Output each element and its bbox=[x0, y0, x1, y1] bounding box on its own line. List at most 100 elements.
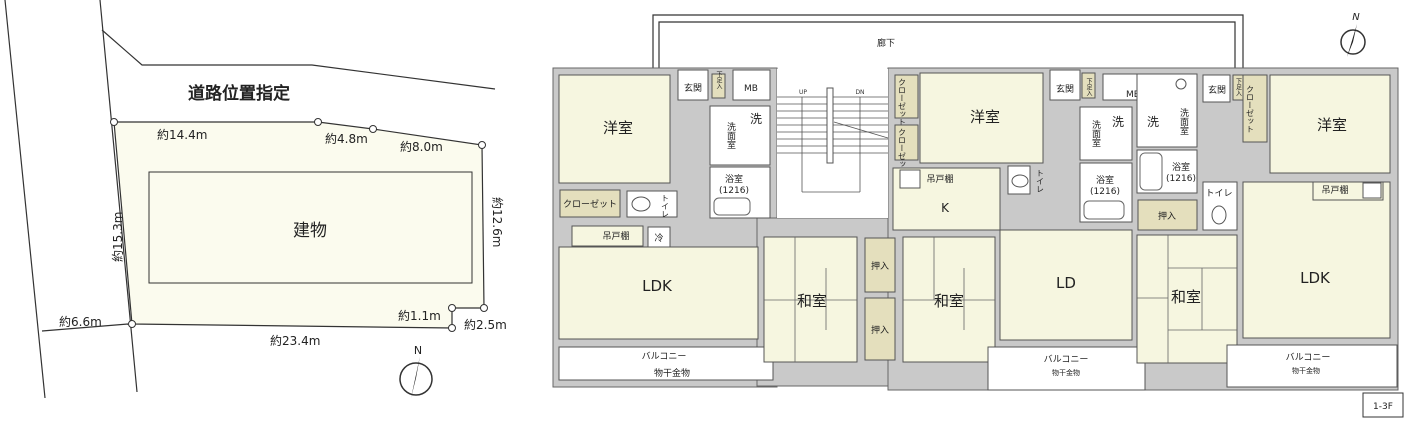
washer-space: 洗 bbox=[750, 112, 762, 126]
svg-text:玄関: 玄関 bbox=[1056, 83, 1074, 95]
toilet-icon bbox=[1011, 174, 1029, 188]
building-footprint bbox=[148, 171, 473, 284]
balcony bbox=[558, 346, 774, 381]
svg-text:洋室: 洋室 bbox=[970, 108, 1000, 126]
svg-text:下足入: 下足入 bbox=[715, 71, 722, 89]
svg-text:玄関: 玄関 bbox=[1208, 84, 1226, 96]
svg-text:和室: 和室 bbox=[1171, 288, 1201, 306]
svg-text:物干金物: 物干金物 bbox=[1052, 368, 1080, 377]
dimension-arrow bbox=[41, 323, 129, 332]
building-label: 建物 bbox=[293, 221, 327, 241]
svg-text:物干金物: 物干金物 bbox=[1292, 366, 1320, 375]
svg-text:N: N bbox=[414, 344, 422, 357]
washer-space: 洗 bbox=[1147, 115, 1159, 129]
washroom bbox=[1136, 73, 1198, 148]
washer-space: 洗 bbox=[1112, 115, 1124, 129]
svg-text:浴室: 浴室 bbox=[1172, 161, 1190, 173]
japanese-room bbox=[1136, 234, 1238, 364]
svg-text:LD: LD bbox=[1056, 274, 1076, 292]
staircase: UP DN bbox=[777, 87, 889, 193]
sink-icon bbox=[1362, 182, 1382, 199]
shoe-box bbox=[711, 73, 726, 99]
dimension-label: 約2.5m bbox=[464, 317, 507, 332]
north-compass-icon: N bbox=[399, 344, 433, 398]
ldk-room bbox=[558, 246, 759, 340]
svg-text:玄関: 玄関 bbox=[684, 82, 702, 94]
entrance bbox=[1049, 69, 1081, 101]
svg-text:バルコニー: バルコニー bbox=[1286, 352, 1331, 363]
svg-text:(1216): (1216) bbox=[719, 186, 749, 196]
western-room bbox=[1269, 74, 1391, 174]
svg-text:LDK: LDK bbox=[1300, 269, 1331, 287]
sink-icon bbox=[899, 169, 921, 189]
dimension-label: 約12.6m bbox=[490, 197, 505, 247]
tatami-lines bbox=[1137, 235, 1237, 363]
svg-text:下足入: 下足入 bbox=[1235, 78, 1242, 96]
closet bbox=[559, 189, 621, 218]
svg-text:吊戸棚: 吊戸棚 bbox=[602, 230, 629, 242]
svg-text:浴室: 浴室 bbox=[1096, 174, 1114, 186]
japanese-room bbox=[902, 236, 996, 363]
svg-text:MB: MB bbox=[1126, 90, 1140, 100]
road-label: 道路位置指定 bbox=[188, 83, 290, 104]
floor-badge bbox=[1362, 392, 1404, 418]
closet bbox=[894, 124, 919, 161]
balcony bbox=[987, 346, 1146, 391]
washroom bbox=[1079, 106, 1133, 161]
stairs-down-label: DN bbox=[855, 89, 864, 96]
entrance bbox=[677, 69, 709, 101]
dimension-label: 約14.4m bbox=[157, 127, 207, 142]
bathtub-icon bbox=[713, 197, 751, 216]
svg-text:洋室: 洋室 bbox=[1317, 116, 1347, 134]
svg-text:下足入: 下足入 bbox=[1085, 78, 1092, 96]
western-room bbox=[919, 72, 1044, 164]
bathtub-icon bbox=[1083, 200, 1125, 220]
svg-text:押入: 押入 bbox=[871, 324, 889, 336]
road-edge-line bbox=[4, 0, 46, 399]
site-plan: 道路位置指定 建物 約14.4m 約4.8m 約8.0m 約12.6m 約15.… bbox=[4, 0, 507, 399]
closet bbox=[894, 74, 919, 119]
north-compass-icon: N bbox=[1340, 12, 1366, 57]
dimension-label: 約8.0m bbox=[400, 139, 443, 154]
svg-text:バルコニー: バルコニー bbox=[1044, 354, 1089, 365]
svg-text:物干金物: 物干金物 bbox=[654, 367, 690, 379]
washroom bbox=[709, 105, 771, 166]
western-room bbox=[558, 74, 671, 184]
bathtub-icon bbox=[1139, 152, 1163, 191]
japanese-room bbox=[763, 236, 858, 363]
svg-text:K: K bbox=[941, 201, 950, 215]
svg-text:洗面室: 洗面室 bbox=[725, 121, 736, 149]
svg-text:吊戸棚: 吊戸棚 bbox=[926, 173, 953, 185]
entrance bbox=[1202, 74, 1231, 103]
ld-room bbox=[999, 229, 1133, 341]
right-unit: 洗 洗面室 浴室 (1216) 押入 トイレ 玄関 下足入 クローゼット 洋室 … bbox=[1136, 73, 1398, 388]
meter-box bbox=[732, 69, 771, 101]
svg-text:浴室: 浴室 bbox=[725, 173, 743, 185]
toilet-icon bbox=[631, 196, 651, 212]
svg-text:洗面室: 洗面室 bbox=[1090, 119, 1101, 147]
svg-text:N: N bbox=[1352, 12, 1360, 23]
water-heater-icon bbox=[1175, 78, 1187, 90]
road-boundary-line bbox=[101, 29, 496, 90]
corridor-label: 廊下 bbox=[877, 37, 895, 49]
oshiire-closet bbox=[1137, 199, 1198, 231]
lot-corner-points bbox=[110, 118, 488, 332]
dimension-label: 約15.3m bbox=[110, 212, 125, 262]
svg-text:トイレ: トイレ bbox=[1205, 189, 1232, 199]
svg-text:和室: 和室 bbox=[934, 292, 964, 310]
floor-plan: 廊下 UP DN 洋室 玄関 bbox=[552, 12, 1404, 418]
stairs-up-label: UP bbox=[799, 89, 807, 96]
closet bbox=[1242, 74, 1268, 143]
oshiire-closet bbox=[864, 297, 896, 361]
svg-text:トイレ: トイレ bbox=[661, 194, 670, 218]
corridor-outline bbox=[652, 14, 1244, 68]
shoe-box bbox=[1081, 72, 1096, 99]
svg-text:洋室: 洋室 bbox=[603, 119, 633, 137]
svg-text:バルコニー: バルコニー bbox=[642, 351, 687, 362]
svg-text:(1216): (1216) bbox=[1090, 187, 1120, 197]
svg-text:吊戸棚: 吊戸棚 bbox=[1321, 184, 1348, 196]
dimension-label: 約6.6m bbox=[59, 314, 102, 329]
dimension-label: 約23.4m bbox=[270, 333, 320, 348]
svg-text:押入: 押入 bbox=[1158, 210, 1176, 222]
